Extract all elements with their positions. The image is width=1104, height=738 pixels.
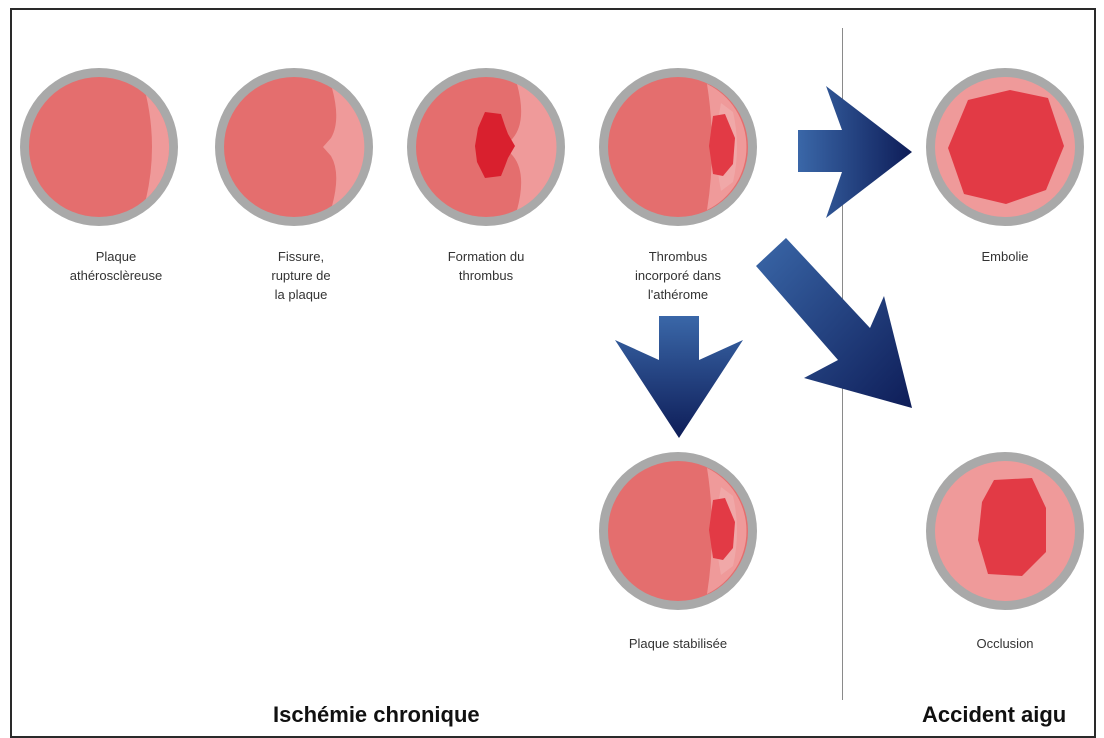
- arrow-to-occlusion: [752, 236, 916, 412]
- artery-stabilisee: [597, 450, 759, 612]
- artery-plaque: [18, 66, 180, 228]
- arrow-to-stabilisee: [615, 316, 743, 438]
- caption-occlusion: Occlusion: [915, 634, 1095, 653]
- artery-incorpore: [597, 66, 759, 228]
- caption-incorpore: Thrombus incorporé dans l'athérome: [588, 247, 768, 304]
- artery-formation: [405, 66, 567, 228]
- section-title-acute: Accident aigu: [922, 702, 1066, 728]
- arrow-to-embolie: [798, 86, 912, 218]
- caption-plaque: Plaque athérosclèreuse: [26, 247, 206, 285]
- artery-embolie: [924, 66, 1086, 228]
- caption-embolie: Embolie: [915, 247, 1095, 266]
- caption-stabilisee: Plaque stabilisée: [588, 634, 768, 653]
- section-title-chronic: Ischémie chronique: [273, 702, 480, 728]
- artery-occlusion: [924, 450, 1086, 612]
- caption-formation: Formation du thrombus: [396, 247, 576, 285]
- artery-fissure: [213, 66, 375, 228]
- caption-fissure: Fissure, rupture de la plaque: [211, 247, 391, 304]
